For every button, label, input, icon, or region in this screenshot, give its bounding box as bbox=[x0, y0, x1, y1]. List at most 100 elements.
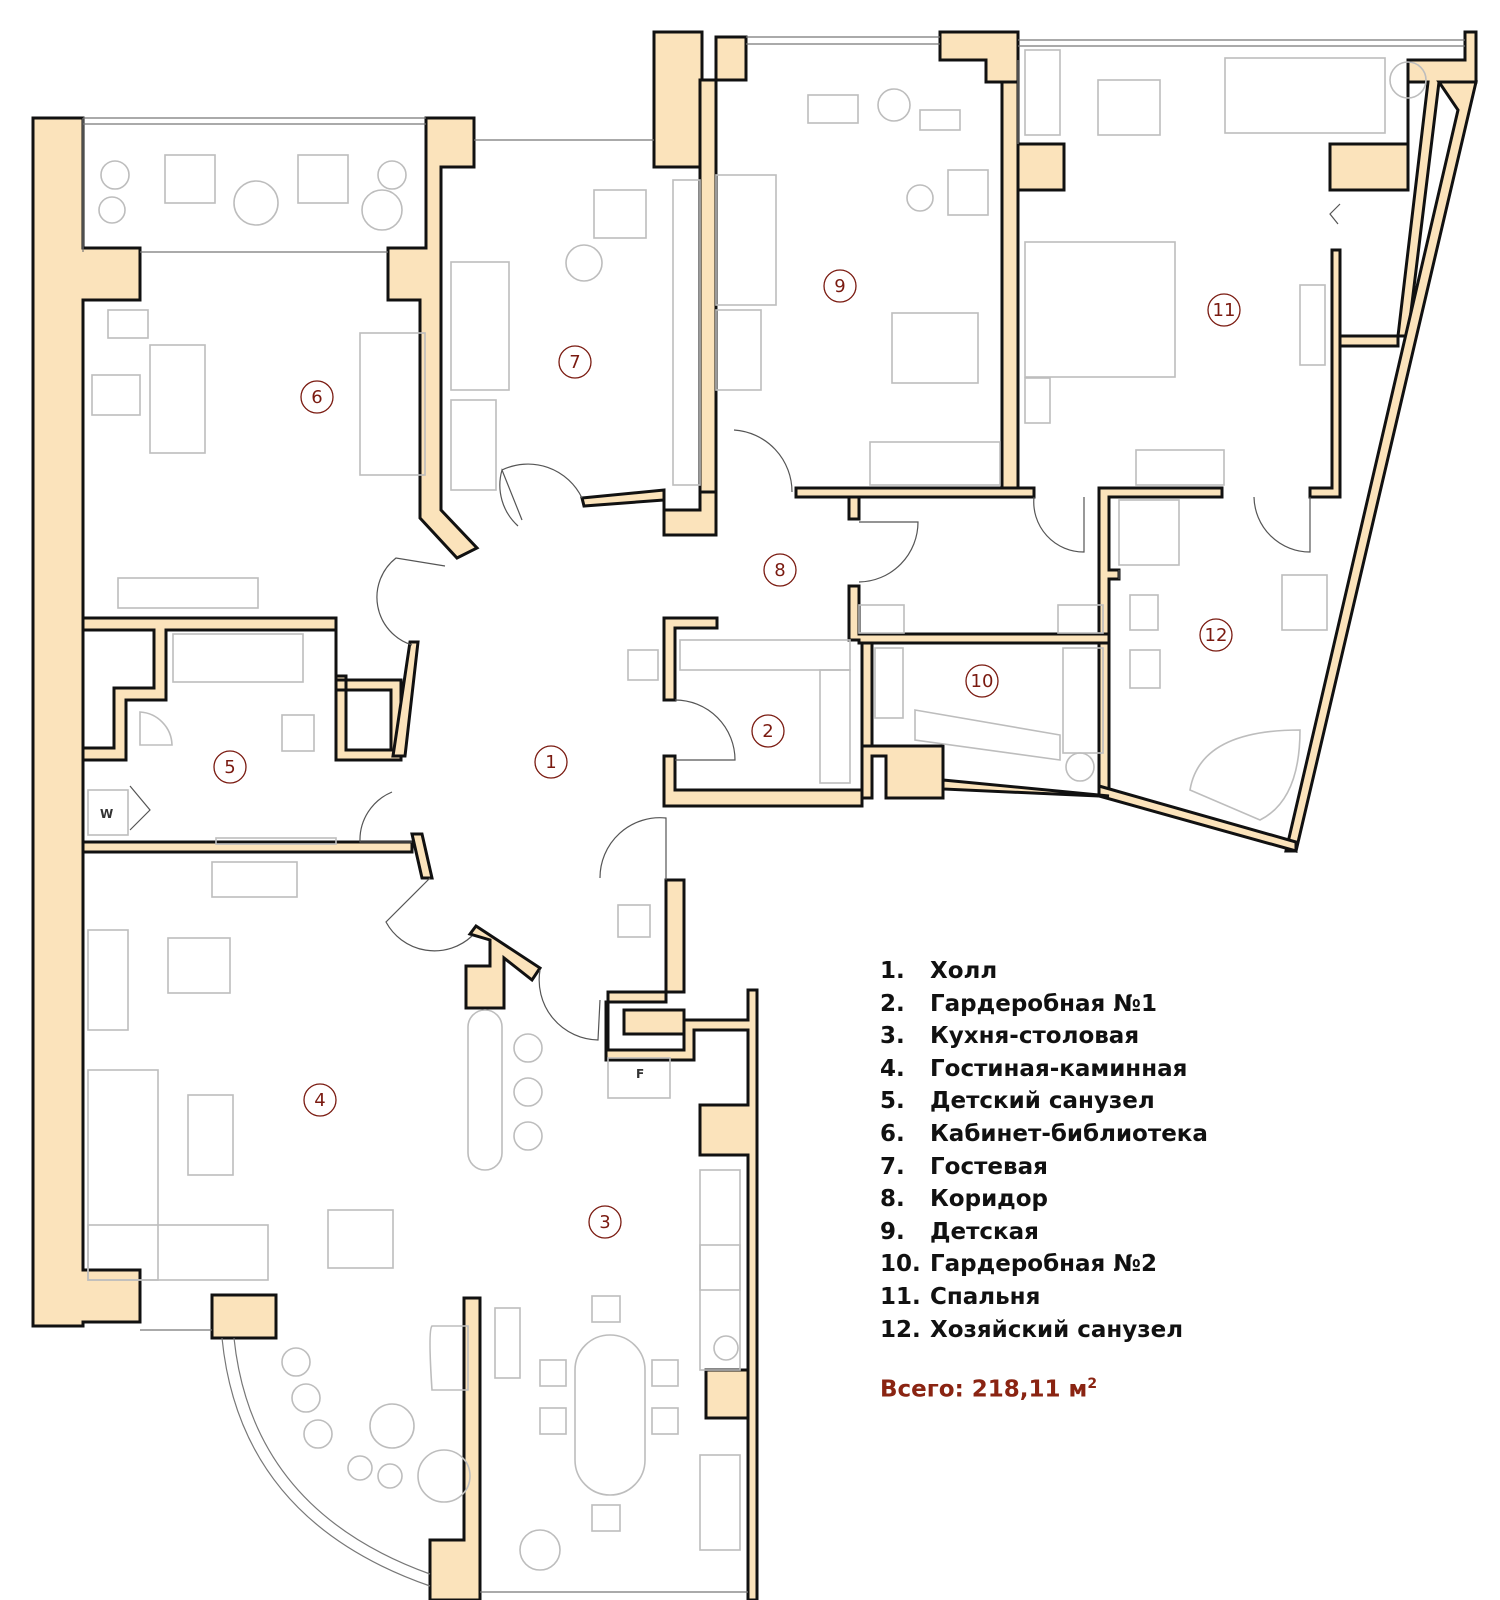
plant-icon bbox=[369, 1403, 415, 1449]
bed-icon bbox=[450, 261, 510, 391]
door-7 bbox=[499, 468, 523, 527]
armchair-icon bbox=[593, 189, 647, 239]
wall-5-top bbox=[81, 616, 403, 762]
armchair-icon bbox=[297, 154, 349, 204]
plant-icon bbox=[100, 160, 130, 190]
hob-icon bbox=[699, 1244, 741, 1291]
armchair-icon bbox=[164, 154, 216, 204]
desk-icon bbox=[807, 94, 859, 124]
bathtub-icon bbox=[172, 633, 304, 683]
legend-item: 9.Детская bbox=[880, 1218, 1039, 1245]
room-marker-8: 8 bbox=[763, 553, 797, 587]
wall-11-12 bbox=[1097, 486, 1224, 798]
shelf-icon bbox=[494, 1307, 521, 1379]
wall-9-bottom bbox=[794, 486, 1036, 499]
room-marker-10: 10 bbox=[965, 664, 999, 698]
doors bbox=[129, 203, 1341, 1041]
legend-item: 8.Коридор bbox=[880, 1186, 1049, 1213]
wall-12-bottom bbox=[1097, 784, 1298, 853]
wall-8-divider bbox=[847, 495, 861, 521]
desk-icon bbox=[149, 344, 206, 454]
door-w bbox=[129, 785, 151, 831]
plant-icon bbox=[417, 1449, 471, 1503]
table-icon bbox=[906, 184, 934, 212]
wardrobe-icon bbox=[869, 441, 1001, 486]
cabinet-icon bbox=[1024, 49, 1061, 136]
bar-counter-icon bbox=[467, 1009, 503, 1171]
wall-10-left bbox=[860, 641, 874, 748]
wall-dressing2-divider bbox=[1338, 334, 1400, 348]
wall-2-bottom bbox=[662, 754, 864, 808]
door-2 bbox=[674, 699, 736, 761]
shelf-icon bbox=[117, 577, 259, 609]
legend-item: 2.Гардеробная №1 bbox=[880, 990, 1158, 1017]
legend-item: 3.Кухня-столовая bbox=[880, 1023, 1140, 1050]
room-marker-5: 5 bbox=[213, 750, 247, 784]
plant-icon bbox=[281, 1347, 311, 1377]
walls bbox=[31, 30, 1478, 1600]
window-bay-arc-inner bbox=[233, 1337, 431, 1575]
toilet-icon bbox=[281, 714, 315, 752]
room-legend: 1.Холл 2.Гардеробная №1 3.Кухня-столовая… bbox=[880, 955, 1208, 1346]
dining-table-icon bbox=[574, 1334, 646, 1496]
wall-hall-stub bbox=[410, 832, 434, 880]
legend-item: 7.Гостевая bbox=[880, 1153, 1048, 1180]
lamp-icon bbox=[919, 109, 961, 131]
wall-7-bottom bbox=[580, 488, 718, 537]
wall-4-3-lower bbox=[428, 1296, 482, 1600]
wardrobe-icon bbox=[874, 647, 904, 719]
plant-icon bbox=[303, 1419, 333, 1449]
coffee-table-icon bbox=[187, 1094, 234, 1176]
wall-10-bottom bbox=[941, 778, 1110, 798]
room-marker-1: 1 bbox=[534, 745, 568, 779]
fridge-icon bbox=[607, 1057, 671, 1099]
wall-5-door-arc bbox=[391, 640, 420, 758]
svg-text:4: 4 bbox=[314, 1090, 325, 1111]
door-6 bbox=[376, 557, 446, 646]
room-marker-9: 9 bbox=[823, 269, 857, 303]
chair-icon bbox=[591, 1504, 621, 1532]
legend-item: 10.Гардеробная №2 bbox=[880, 1251, 1158, 1278]
plant-icon bbox=[377, 160, 407, 190]
svg-text:8: 8 bbox=[774, 560, 785, 581]
legend-item: 1.Холл bbox=[880, 958, 998, 984]
sofa-icon bbox=[87, 1224, 269, 1281]
room-marker-4: 4 bbox=[303, 1083, 337, 1117]
chair-icon bbox=[651, 1359, 679, 1387]
door-8-10 bbox=[858, 521, 919, 583]
door-11-balcony bbox=[1329, 203, 1341, 225]
svg-text:5: 5 bbox=[224, 757, 235, 778]
legend-item: 12.Хозяйский санузел bbox=[880, 1316, 1184, 1343]
table-icon bbox=[565, 244, 603, 282]
plant-icon bbox=[347, 1455, 373, 1481]
armchair-icon bbox=[1097, 79, 1161, 136]
chair-icon bbox=[539, 1359, 567, 1387]
wardrobe-icon bbox=[679, 639, 851, 671]
armchair-icon bbox=[167, 937, 231, 994]
bed-icon bbox=[1024, 241, 1176, 378]
wardrobe-icon bbox=[914, 709, 1061, 761]
nightstand-icon bbox=[1024, 377, 1051, 424]
svg-text:1: 1 bbox=[545, 752, 556, 773]
svg-text:3: 3 bbox=[599, 1212, 610, 1233]
plant-icon bbox=[377, 1463, 403, 1489]
svg-text:7: 7 bbox=[569, 352, 580, 373]
wardrobe-icon bbox=[672, 179, 701, 486]
door-5 bbox=[359, 791, 412, 843]
bed-icon bbox=[891, 312, 979, 384]
room-marker-2: 2 bbox=[751, 714, 785, 748]
room-marker-11: 11 bbox=[1207, 293, 1241, 327]
sofa-icon bbox=[87, 1069, 159, 1281]
sink-icon bbox=[1065, 752, 1095, 782]
chair-icon bbox=[91, 374, 141, 416]
washer-icon bbox=[87, 789, 129, 836]
chair-icon bbox=[591, 1295, 621, 1323]
svg-text:2: 2 bbox=[762, 721, 773, 742]
stool-icon bbox=[513, 1121, 543, 1151]
wall-10-blocks bbox=[860, 744, 945, 800]
plant-icon bbox=[1389, 61, 1427, 99]
wall-fridge-box bbox=[622, 1008, 686, 1036]
wall-4-3-stub bbox=[464, 923, 543, 1010]
tv-icon bbox=[1299, 284, 1326, 366]
